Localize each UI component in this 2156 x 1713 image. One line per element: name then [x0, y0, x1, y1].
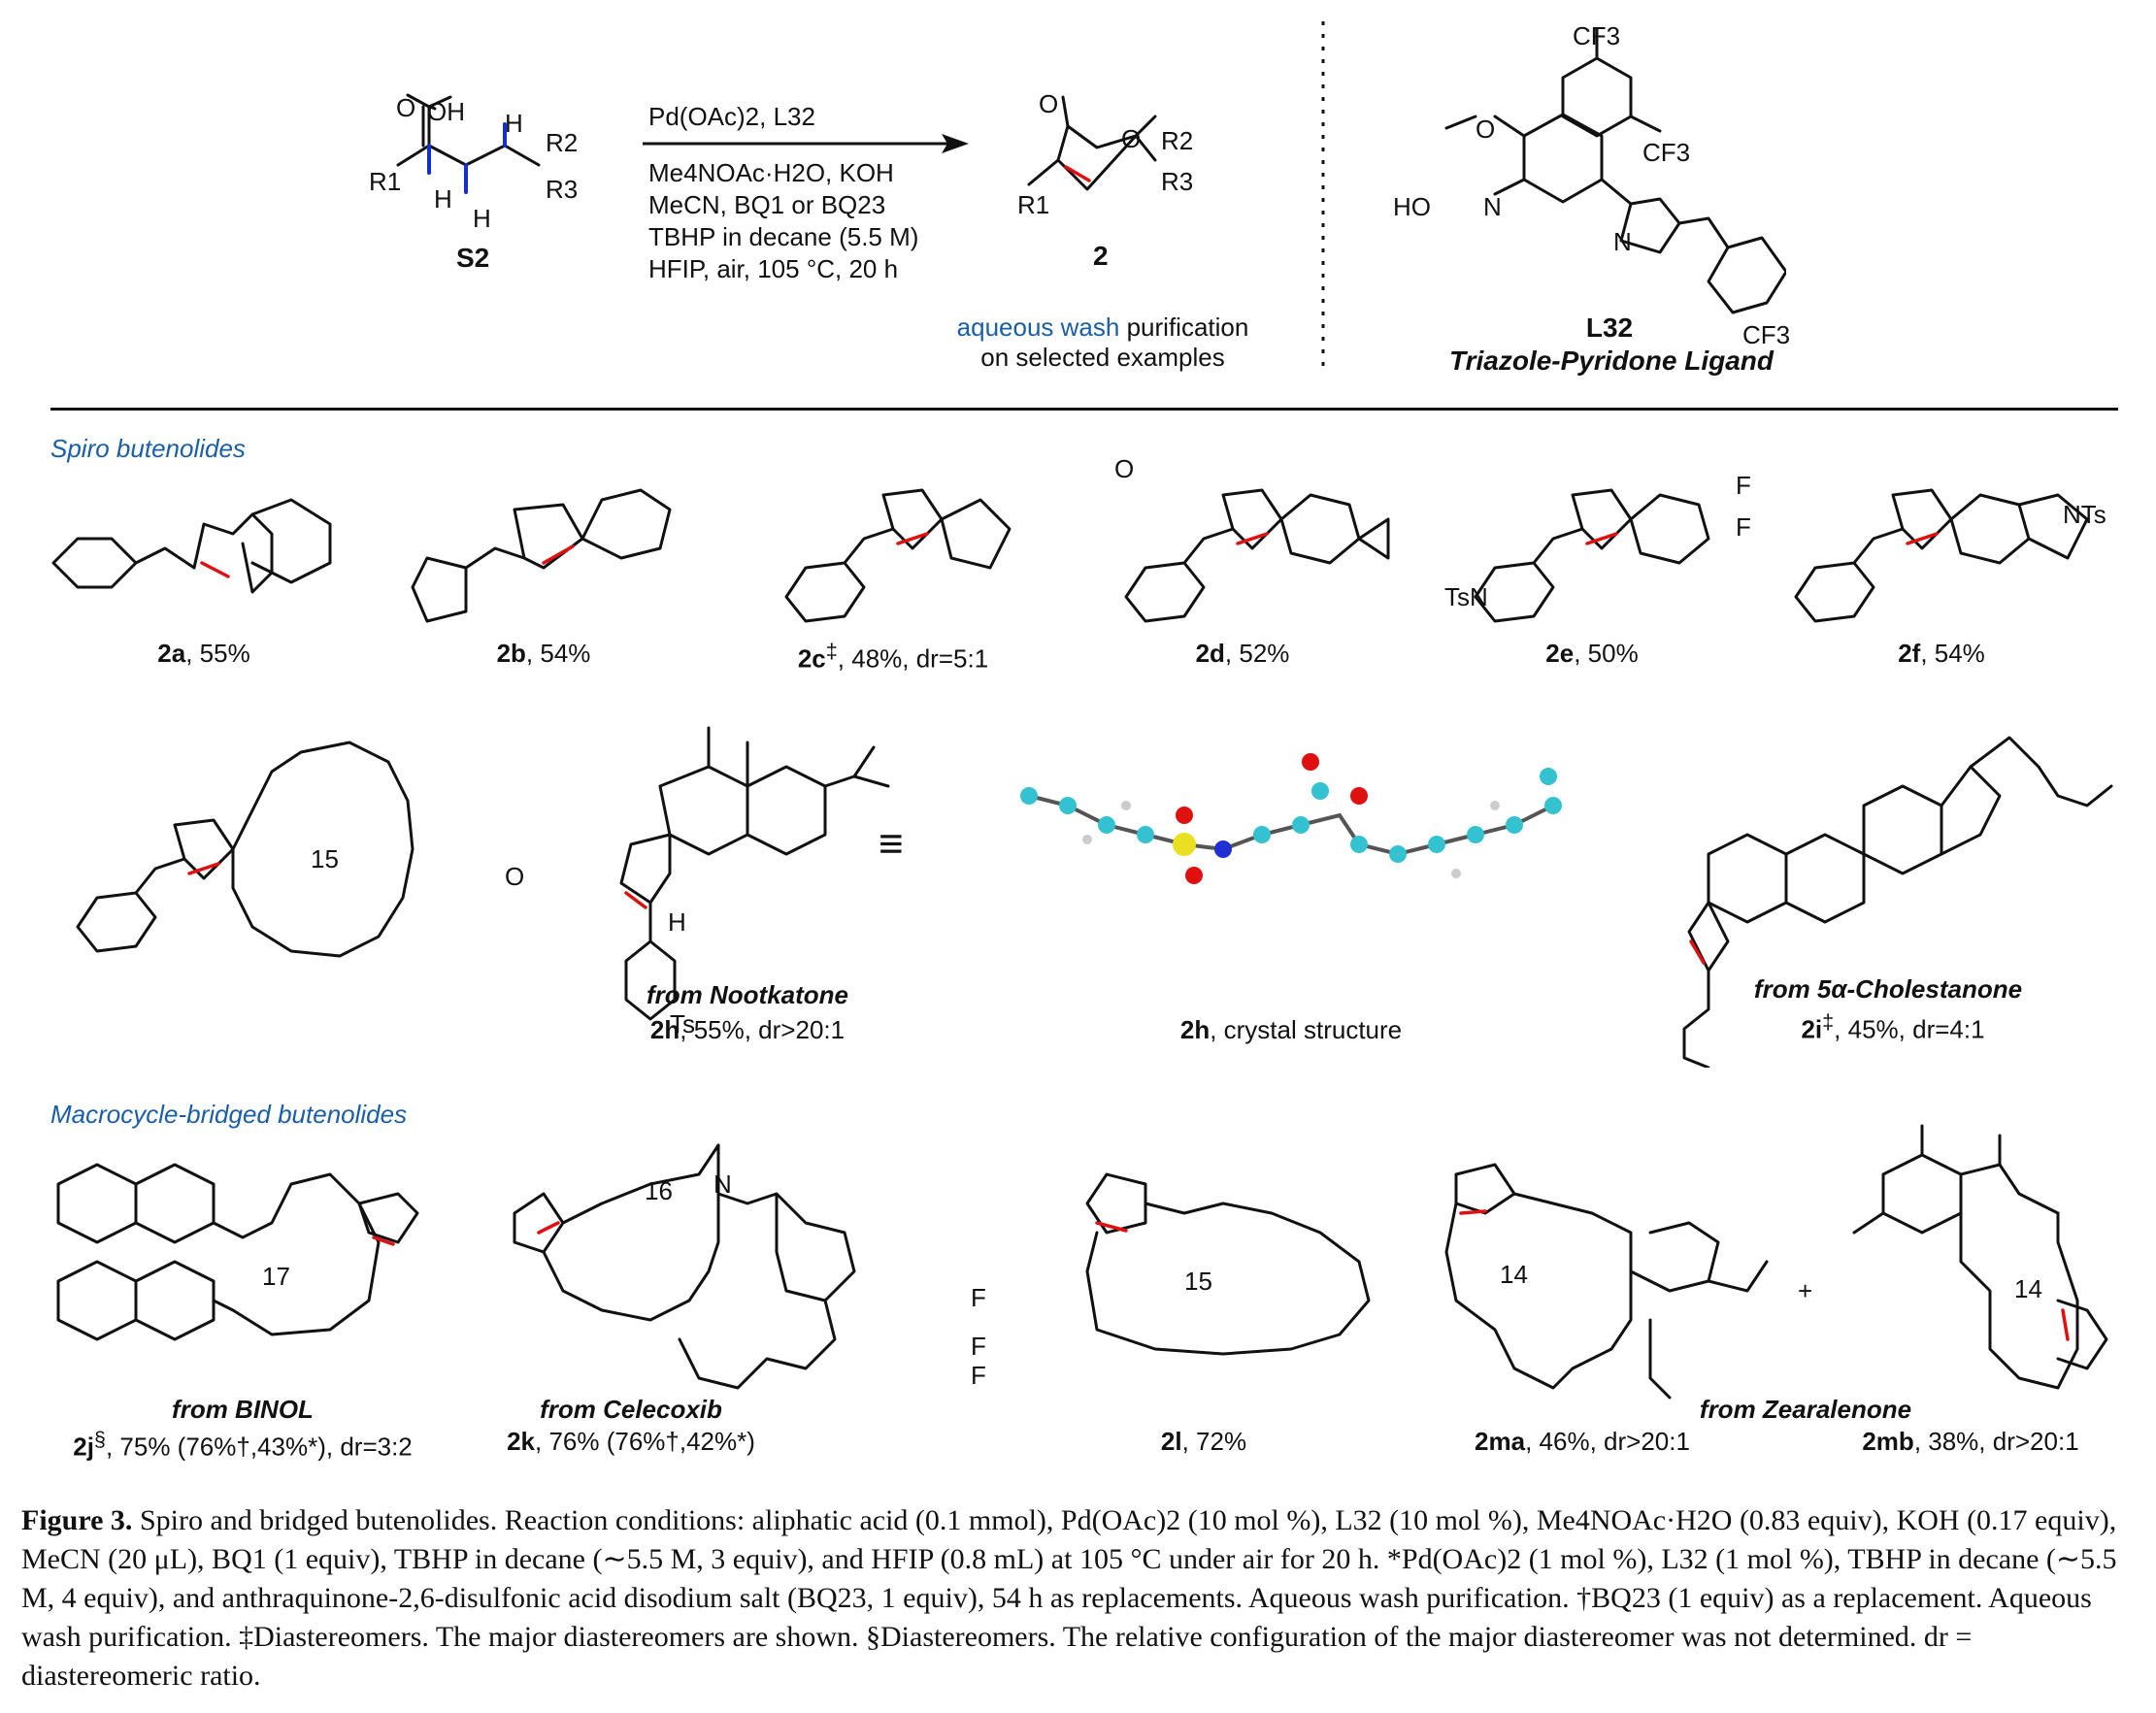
n-label: N [713, 1169, 732, 1199]
label-2f: 2f, 54% [1898, 639, 1985, 668]
source-celecoxib: from Celecoxib [540, 1395, 722, 1424]
n-label: N [1483, 192, 1502, 221]
ligand-label: L32 [1585, 313, 1634, 343]
ligand-l32-structure [1444, 27, 1786, 314]
f-label: F [971, 1283, 986, 1312]
reactant-s2-structure [396, 93, 541, 194]
figure-caption: Figure 3. Spiro and bridged butenolides.… [21, 1501, 2133, 1696]
h-label: H [473, 204, 491, 233]
o-label: O [505, 862, 525, 891]
structure-2ma [1444, 1163, 1769, 1400]
label-2i: 2i‡, 45%, dr=4:1 [1801, 1009, 1985, 1044]
label-2j: 2j§, 75% (76%†,43%*), dr=3:2 [73, 1427, 413, 1462]
r2-label: R2 [546, 128, 579, 157]
r1-label: R1 [1017, 190, 1050, 219]
crystal-structure-image [1020, 753, 1562, 884]
structure-2d [1124, 488, 1390, 623]
source-cholestanone: from 5α-Cholestanone [1753, 974, 2023, 1004]
purification-text: purification [1119, 313, 1249, 342]
section-spiro-title: Spiro butenolides [50, 434, 246, 463]
caption-title: Figure 3. [21, 1504, 133, 1536]
source-zearalenone: from Zearalenone [1699, 1395, 1912, 1424]
purification-note: aqueous wash purification on selected ex… [928, 313, 1277, 373]
tsn-label: TsN [1444, 582, 1488, 611]
structure-2b [411, 488, 672, 623]
structure-2l [1085, 1172, 1371, 1356]
r1-label: R1 [369, 167, 402, 196]
product-2-structure [1027, 95, 1157, 191]
label-2mb: 2mb, 38%, dr>20:1 [1862, 1427, 2079, 1456]
label-2h: 2h, 55%, dr>20:1 [649, 1015, 846, 1044]
label-2a: 2a, 55% [157, 639, 250, 668]
reactant-label: S2 [456, 243, 490, 273]
ho-label: HO [1393, 192, 1431, 221]
structure-2a [51, 498, 332, 594]
nts-label: NTs [2063, 500, 2106, 529]
reaction-arrow [643, 134, 969, 153]
section-macrocycle-title: Macrocycle-bridged butenolides [50, 1100, 408, 1129]
condition-line-2: Me4NOAc·H2O, KOH [648, 158, 894, 187]
ring-size-2g: 15 [311, 844, 339, 873]
structure-2e [1474, 488, 1710, 623]
f-label: F [971, 1361, 986, 1390]
condition-line-5: HFIP, air, 105 °C, 20 h [648, 254, 899, 283]
label-2c: 2c‡, 48%, dr=5:1 [797, 639, 989, 674]
cf3-label: CF3 [1573, 21, 1621, 50]
n-label: N [1613, 227, 1632, 256]
h-label: H [505, 109, 523, 138]
ts-label: Ts [670, 1009, 695, 1038]
r3-label: R3 [546, 175, 579, 204]
caption-text: Spiro and bridged butenolides. Reaction … [21, 1504, 2117, 1692]
structure-2f [1794, 488, 2089, 623]
header-divider [50, 408, 2118, 411]
structure-2h [619, 726, 890, 1021]
label-2b: 2b, 54% [496, 639, 591, 668]
aqueous-wash-text: aqueous wash [956, 313, 1120, 342]
source-nootkatone: from Nootkatone [647, 980, 848, 1009]
source-binol: from BINOL [172, 1395, 314, 1424]
label-2e: 2e, 50% [1545, 639, 1639, 668]
o-label: O [396, 93, 416, 122]
label-2k: 2k, 76% (76%†,42%*) [507, 1427, 755, 1456]
ring-size-2mb: 14 [2014, 1274, 2042, 1303]
structure-2j [56, 1163, 419, 1341]
condition-line-1: Pd(OAc)2, L32 [648, 102, 815, 131]
f-label: F [1736, 471, 1751, 500]
structure-2c [784, 488, 1012, 623]
product-label: 2 [1093, 241, 1109, 271]
f-label: F [1736, 512, 1751, 542]
condition-line-4: TBHP in decane (5.5 M) [648, 222, 919, 251]
plus-sign: + [1798, 1276, 1813, 1305]
structure-2g [76, 741, 415, 958]
ring-size-2l: 15 [1184, 1267, 1212, 1296]
h-label: H [434, 184, 452, 214]
label-2d: 2d, 52% [1195, 639, 1290, 668]
r2-label: R2 [1161, 126, 1194, 155]
dotted-divider [1321, 21, 1325, 367]
label-2h-crystal: 2h, crystal structure [1179, 1015, 1403, 1044]
o-label: O [1476, 115, 1496, 144]
ligand-name: Triazole-Pyridone Ligand [1449, 346, 1774, 376]
o-label: O [1114, 454, 1135, 483]
equivalence-sign: ≡ [879, 820, 904, 868]
ring-size-2j: 17 [262, 1262, 290, 1291]
o-label: O [1121, 124, 1142, 153]
cf3-label: CF3 [1742, 320, 1791, 349]
structure-2mb [1852, 1124, 2108, 1390]
ring-size-2ma: 14 [1500, 1260, 1528, 1289]
cf3-label: CF3 [1642, 138, 1691, 167]
h-label: H [668, 907, 686, 937]
r3-label: R3 [1161, 167, 1194, 196]
o-label: O [1039, 89, 1059, 118]
purification-line-2: on selected examples [980, 343, 1225, 372]
ring-size-2k: 16 [645, 1176, 673, 1205]
label-2ma: 2ma, 46%, dr>20:1 [1475, 1427, 1690, 1456]
oh-label: OH [427, 97, 465, 126]
label-2l: 2l, 72% [1160, 1427, 1247, 1456]
condition-line-3: MeCN, BQ1 or BQ23 [648, 190, 886, 219]
structure-2i [1682, 736, 2113, 1068]
structure-2k [513, 1143, 856, 1390]
f-label: F [971, 1332, 986, 1361]
